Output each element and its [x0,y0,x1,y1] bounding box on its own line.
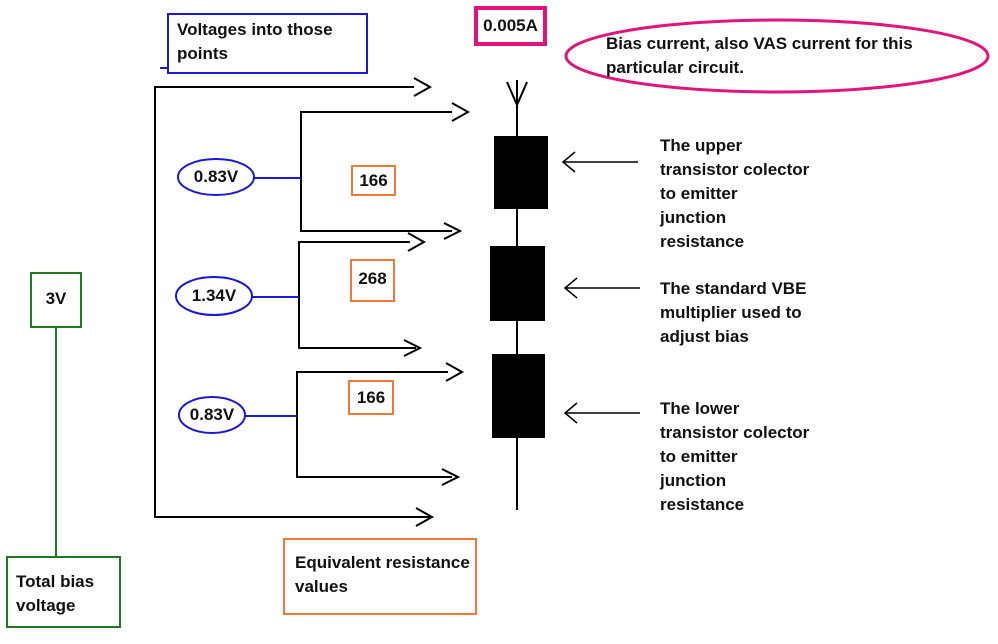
upper-description-line: resistance [660,232,745,251]
upper-transistor-block [494,136,548,209]
lower-description-arrow-icon [563,402,640,424]
resistance-box-1: 166 [351,165,396,196]
total-bias-label-text: Total bias voltage [16,572,95,615]
resistance-box-3: 166 [348,380,394,415]
middle-description-arrow-icon [563,277,640,299]
voltage-label-1: 0.83V [193,167,239,186]
total-bias-label-box: Total bias voltage [6,556,121,628]
middle-description-line: The standard VBE [660,279,807,298]
middle-description: The standard VBE multiplier used to adju… [660,277,806,349]
lower-description-line: transistor colector [660,423,810,442]
current-arrow-icon [506,81,528,108]
upper-description-line: The upper [660,136,743,155]
header-note-text: Voltages into those points [177,20,333,63]
lower-description-line: to emitter [660,447,738,466]
lower-description-line: resistance [660,495,745,514]
bias-note-ellipse [564,18,990,94]
total-bias-bracket [154,77,435,527]
upper-description-arrow-icon [561,151,638,173]
header-note-box: Voltages into those points [167,13,368,74]
bias-note-text: Bias current, also VAS current for this … [606,34,913,77]
voltage-ellipse-1 [177,158,255,196]
upper-description-line: transistor colector [660,160,810,179]
lower-transistor-block [492,354,545,438]
lower-description-line: junction [660,471,727,490]
voltage-label-3: 0.83V [189,405,235,424]
total-voltage-box: 3V [30,272,82,328]
voltage-ellipse-3 [178,396,246,434]
upper-bracket [300,102,471,240]
resistance-caption-box: Equivalent resistance values [283,538,477,615]
lower-bracket [296,362,465,486]
voltage-label-2: 1.34V [191,286,237,305]
upper-description-line: to emitter [660,184,738,203]
bias-current-box: 0.005A [474,6,547,46]
vbe-multiplier-block [490,246,545,321]
upper-description: The upper transistor colector to emitter… [660,134,809,254]
middle-description-line: multiplier used to [660,303,802,322]
upper-description-line: junction [660,208,727,227]
middle-description-line: adjust bias [660,327,749,346]
lower-description-line: The lower [660,399,740,418]
voltage-ellipse-2 [175,276,253,316]
middle-bracket [298,232,427,357]
resistance-box-2: 268 [350,259,395,302]
resistance-caption-text: Equivalent resistance values [295,553,470,596]
lower-description: The lower transistor colector to emitter… [660,397,809,517]
